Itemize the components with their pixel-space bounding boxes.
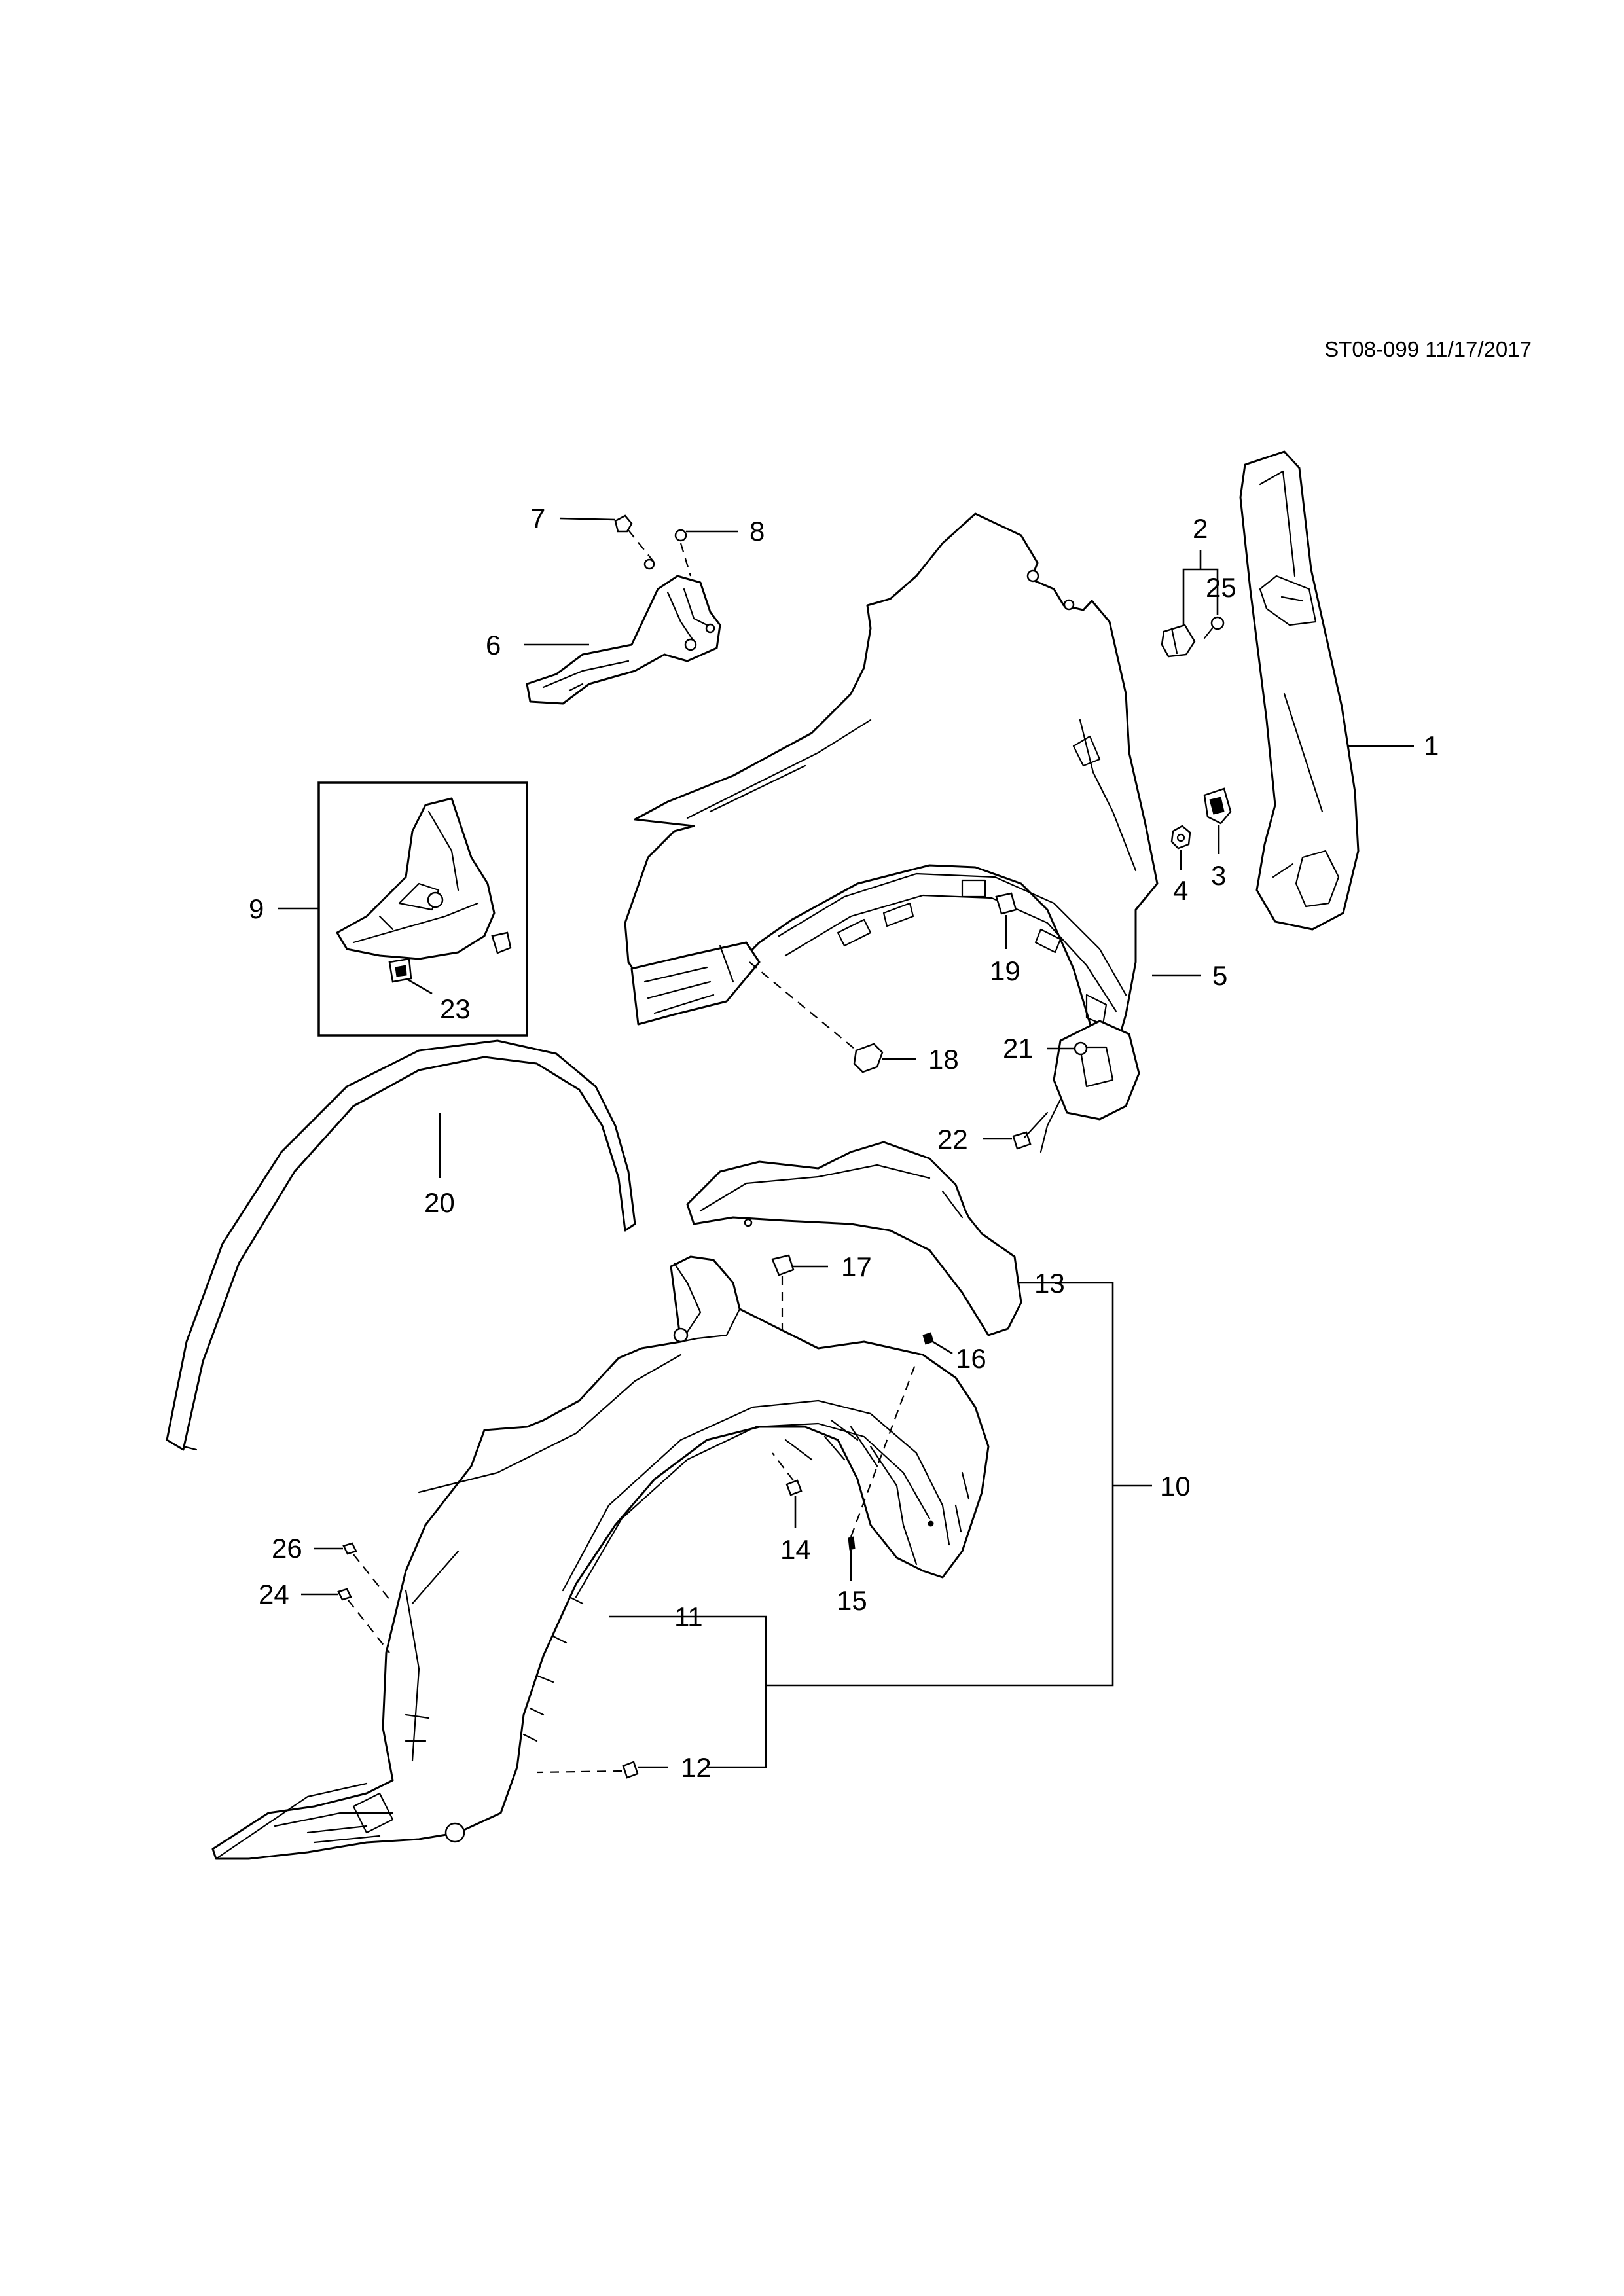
callout-6: 6 [486,630,501,660]
part-7-bolt [614,514,655,564]
part-14-screw [772,1452,803,1496]
part-25-screw [1203,616,1225,639]
part-22-screw [1012,1111,1049,1150]
callout-7: 7 [530,503,545,533]
callout-3: 3 [1211,860,1226,891]
part-4-nut [1170,825,1191,850]
callout-9: 9 [249,893,264,924]
callout-25: 25 [1206,572,1236,603]
callout-2: 2 [1193,513,1208,544]
document-id-date: ST08-099 11/17/2017 [1324,337,1532,361]
callout-11: 11 [674,1602,703,1632]
part-26-screw [342,1542,393,1604]
part-1-bracket [1239,450,1360,931]
callout-21: 21 [1003,1033,1034,1064]
callout-labels: 1 2 3 4 5 6 7 8 9 10 11 12 13 14 15 16 1… [249,503,1439,1783]
part-11-wheel-liner [211,1255,990,1860]
part-15-fastener [848,1361,918,1551]
callout-13: 13 [1034,1268,1065,1299]
part-6-bracket [526,575,721,705]
callout-23: 23 [440,994,471,1024]
leader-lines [278,517,1414,1768]
part-8-bolt [643,529,692,577]
part-2-clip [1161,624,1196,658]
callout-22: 22 [937,1124,968,1155]
callout-24: 24 [259,1579,289,1609]
part-13-splash-shield [686,1141,1022,1336]
callout-5: 5 [1212,960,1227,991]
part-3-clip [1203,787,1232,825]
part-12-clip [536,1761,639,1779]
callout-14: 14 [780,1534,811,1565]
callout-18: 18 [928,1044,959,1075]
part-20-molding [166,1039,636,1451]
part-16-fastener [922,1332,934,1345]
callout-20: 20 [424,1187,455,1218]
callout-19: 19 [990,956,1020,986]
callout-26: 26 [272,1533,302,1564]
callout-12: 12 [681,1752,712,1783]
callout-4: 4 [1173,875,1188,906]
callout-15: 15 [837,1585,867,1616]
inset-box [317,781,528,1037]
callout-17: 17 [841,1251,872,1282]
part-17-clip [771,1254,795,1338]
callout-16: 16 [956,1343,986,1374]
part-21-screw [1074,1041,1088,1056]
part-19-clip [995,892,1017,915]
part-24-screw [337,1588,390,1653]
callout-10: 10 [1160,1471,1191,1501]
part-18-clip [749,961,884,1073]
callout-8: 8 [749,516,765,547]
callout-1: 1 [1424,730,1439,761]
